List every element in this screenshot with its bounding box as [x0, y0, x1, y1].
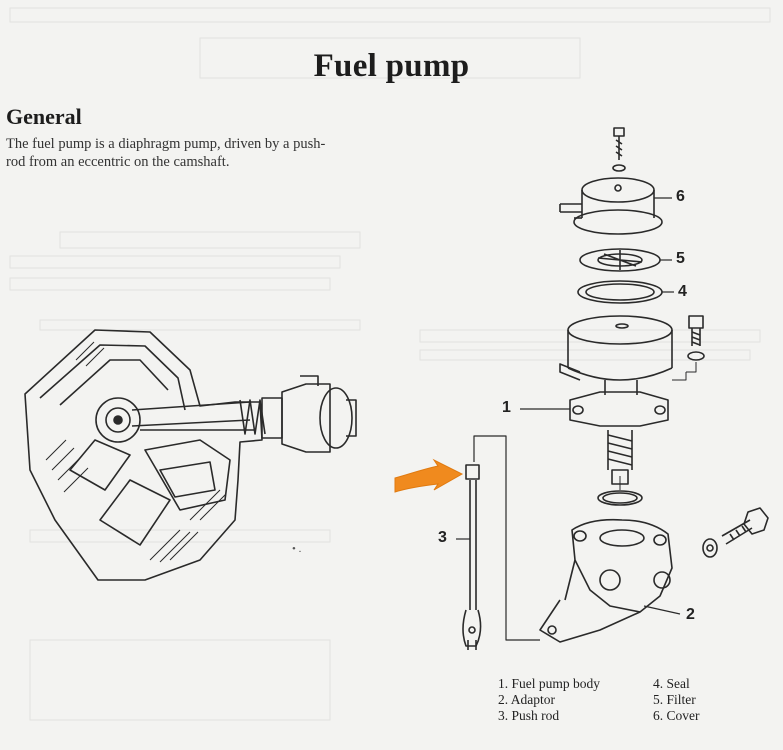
section-heading: General — [6, 104, 82, 130]
annotation-arrow-icon — [394, 458, 464, 493]
parts-legend-right: 4. Seal 5. Filter 6. Cover — [653, 676, 700, 724]
legend-item: 4. Seal — [653, 676, 690, 691]
engine-section-illustration: • . — [24, 329, 357, 581]
paragraph-line: rod from an eccentric on the camshaft. — [6, 153, 230, 170]
callout-6: 6 — [676, 188, 685, 205]
page-title: Fuel pump — [313, 48, 470, 85]
legend-item: 6. Cover — [653, 708, 700, 723]
callout-4: 4 — [678, 283, 687, 300]
callout-5: 5 — [676, 250, 685, 267]
legend-item: 5. Filter — [653, 692, 696, 707]
parts-legend-left: 1. Fuel pump body 2. Adaptor 3. Push rod — [498, 676, 600, 724]
legend-item: 1. Fuel pump body — [498, 676, 601, 691]
legend-item: 2. Adaptor — [498, 692, 555, 707]
exploded-view-illustration — [456, 127, 769, 650]
legend-item: 3. Push rod — [498, 708, 560, 723]
callout-3: 3 — [438, 529, 447, 546]
callout-2: 2 — [686, 606, 695, 623]
intro-paragraph: The fuel pump is a diaphragm pump, drive… — [6, 135, 378, 171]
paragraph-line: The fuel pump is a diaphragm pump, drive… — [6, 135, 326, 152]
svg-text:• .: • . — [292, 543, 302, 555]
callout-1: 1 — [502, 399, 511, 416]
